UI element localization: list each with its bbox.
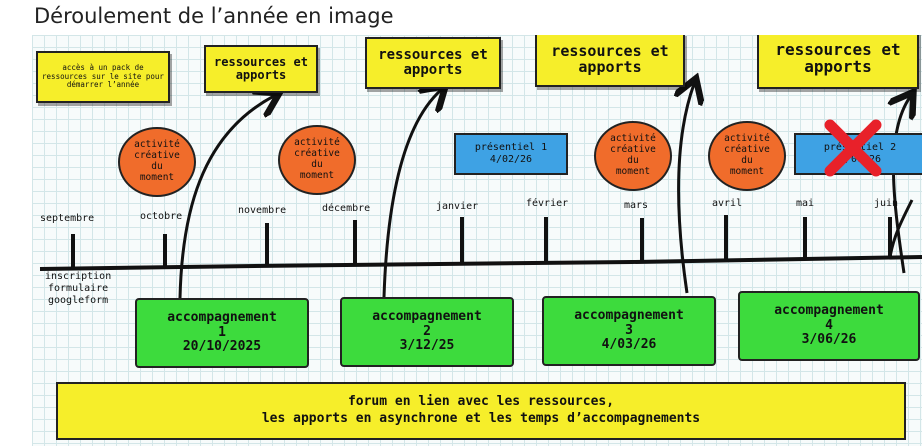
month-ticks [71, 215, 892, 267]
month-label-septembre: septembre [40, 213, 95, 224]
arrow-1 [178, 96, 274, 299]
arrow-3 [678, 84, 694, 294]
month-label-octobre: octobre [140, 211, 183, 222]
activity-oval-text: activité créative du moment [134, 139, 180, 183]
resources-note-text: ressources et apports [775, 40, 901, 76]
activity-oval-2: activité créative du moment [278, 125, 356, 195]
activity-oval-text: activité créative du moment [724, 133, 770, 177]
timeline-axis [39, 255, 922, 271]
month-label-janvier: janvier [436, 201, 479, 212]
intro-note: accès à un pack de ressources sur le sit… [36, 51, 170, 103]
month-label-decembre: décembre [322, 203, 371, 214]
arrow-2 [382, 90, 441, 298]
activity-oval-4: activité créative du moment [708, 121, 786, 191]
arrow-4 [893, 97, 910, 274]
accompaniment-box-2: accompagnement 2 3/12/25 [340, 297, 514, 367]
month-label-novembre: novembre [238, 205, 287, 216]
timeline-drawing [39, 35, 922, 299]
resources-note-2: ressources et apports [365, 37, 501, 89]
cancel-cross-icon [824, 119, 882, 177]
page-title: Déroulement de l’année en image [34, 4, 394, 28]
intro-note-text: accès à un pack de ressources sur le sit… [42, 63, 164, 90]
registration-label: inscription formulaire googleform [45, 271, 112, 306]
activity-oval-1: activité créative du moment [118, 127, 196, 197]
accompaniment-box-4: accompagnement 4 3/06/26 [738, 291, 920, 361]
activity-oval-3: activité créative du moment [594, 121, 672, 191]
resources-note-text: ressources et apports [214, 55, 308, 82]
presentiel-box-1: présentiel 1 4/02/26 [454, 133, 568, 175]
accompaniment-text: accompagnement 4 3/06/26 [774, 302, 884, 348]
month-label-fevrier: février [526, 198, 569, 209]
resources-note-text: ressources et apports [378, 47, 488, 78]
month-label-juin: juin [874, 198, 899, 209]
presentiel-text: présentiel 1 4/02/26 [474, 141, 548, 166]
accompaniment-text: accompagnement 1 20/10/2025 [167, 309, 277, 355]
month-label-avril: avril [712, 198, 743, 209]
resources-note-1: ressources et apports [204, 45, 318, 93]
forum-text: forum en lien avec les ressources, les a… [261, 394, 701, 426]
month-label-mars: mars [624, 200, 649, 211]
accompaniment-box-1: accompagnement 1 20/10/2025 [135, 298, 309, 368]
activity-oval-text: activité créative du moment [294, 137, 340, 181]
timeline-board: accès à un pack de ressources sur le sit… [32, 35, 922, 446]
accompaniment-text: accompagnement 3 4/03/26 [574, 307, 684, 353]
resources-note-4: ressources et apports [757, 35, 919, 89]
resources-note-text: ressources et apports [551, 42, 669, 76]
accompaniment-text: accompagnement 2 3/12/25 [372, 308, 482, 354]
forum-banner: forum en lien avec les ressources, les a… [56, 382, 906, 440]
accompaniment-box-3: accompagnement 3 4/03/26 [542, 296, 716, 366]
activity-oval-text: activité créative du moment [610, 133, 656, 177]
resources-note-3: ressources et apports [535, 35, 685, 87]
month-label-mai: mai [796, 198, 815, 209]
